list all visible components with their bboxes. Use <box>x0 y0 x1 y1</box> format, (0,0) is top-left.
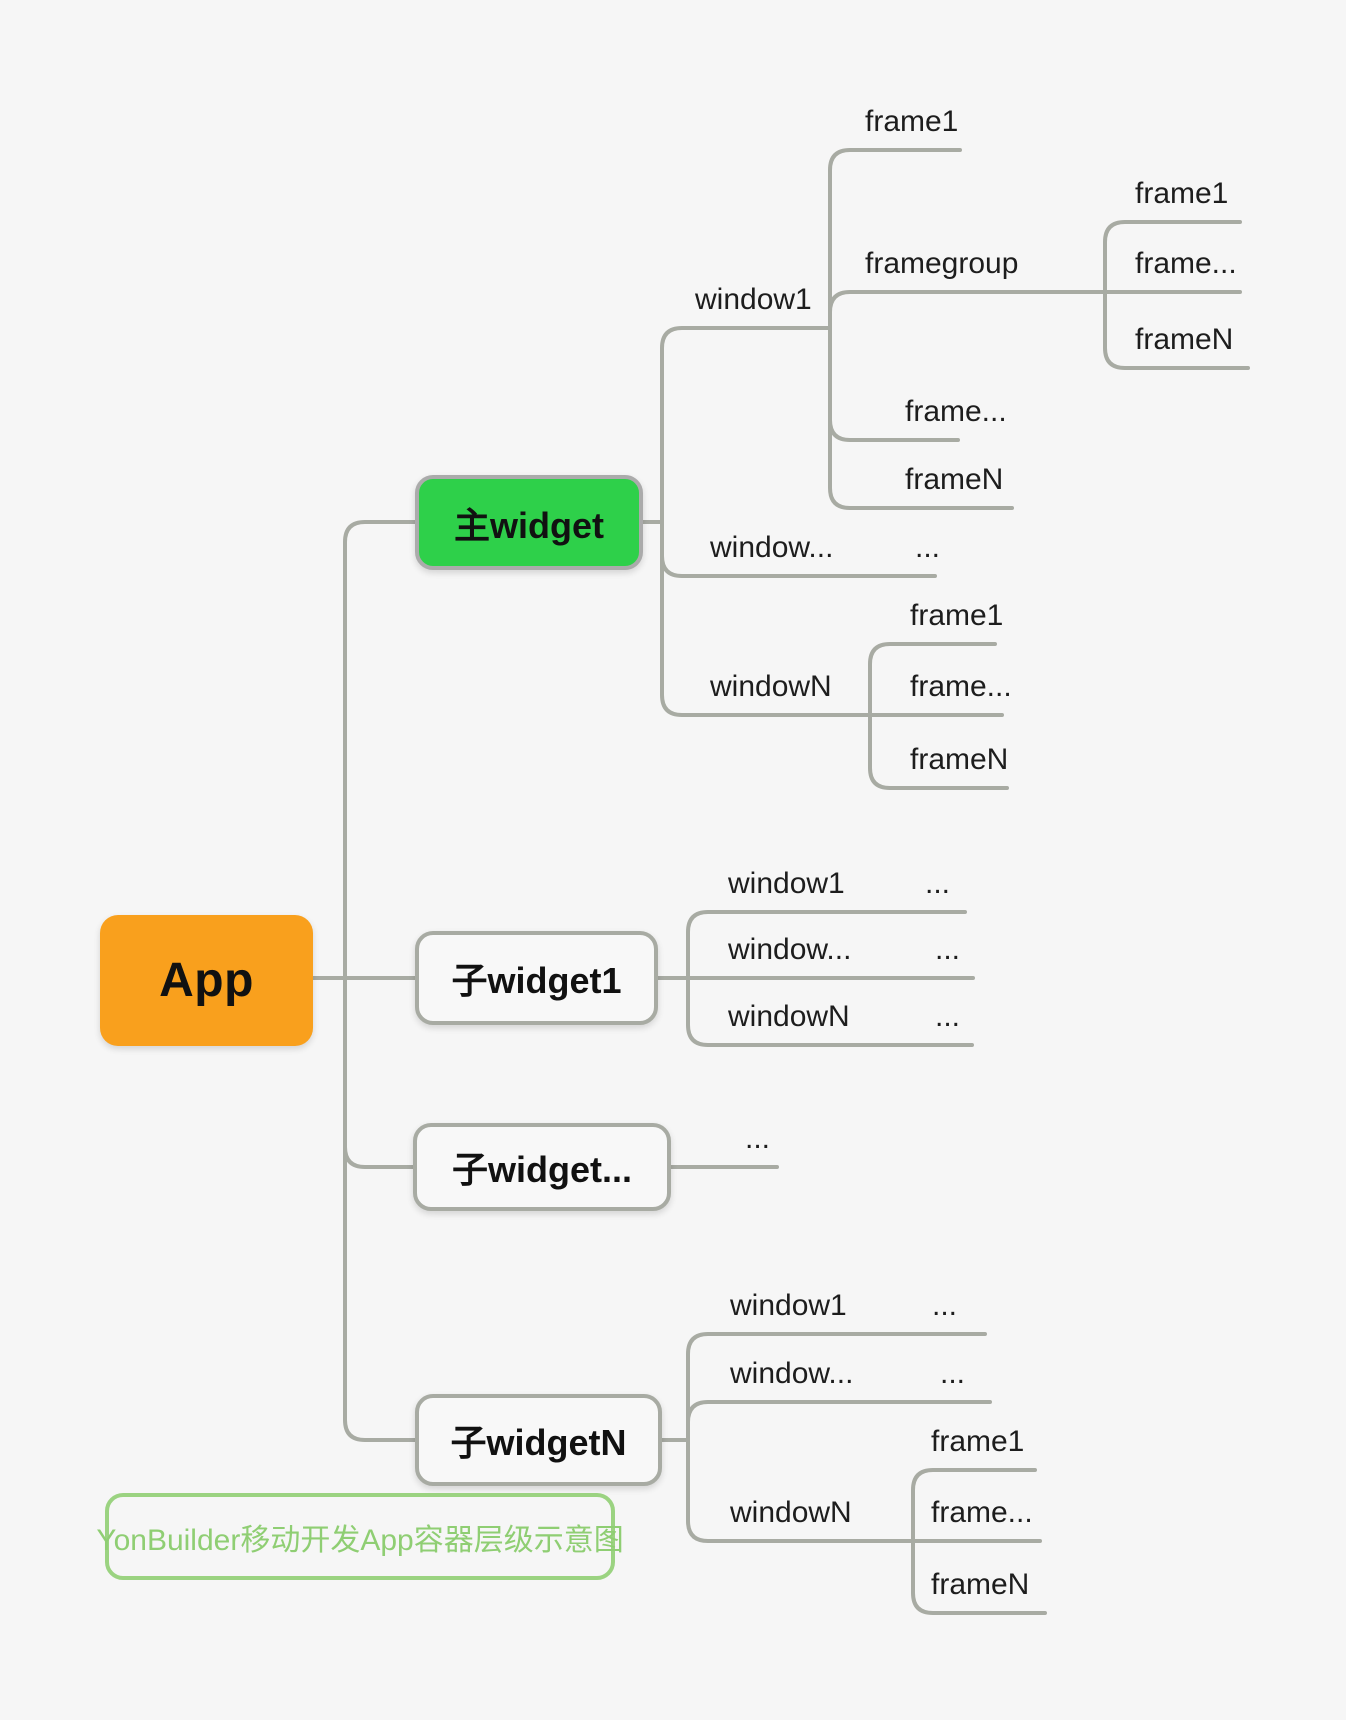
leaf-w1-frame1[interactable]: frame1 <box>865 105 959 138</box>
leaf-w1-frame-more[interactable]: frame... <box>905 395 1007 428</box>
leaf-s1-windowN[interactable]: windowN <box>728 1000 850 1033</box>
leaf-main-window-more[interactable]: window... <box>710 531 834 564</box>
diagram-caption: YonBuilder移动开发App容器层级示意图 <box>96 1493 624 1580</box>
leaf-main-windowN[interactable]: windowN <box>710 670 832 703</box>
leaf-sN-windowN[interactable]: windowN <box>730 1496 852 1529</box>
leaf-sNwN-frame1[interactable]: frame1 <box>931 1425 1025 1458</box>
leaf-s1-window1-dots[interactable]: ... <box>925 867 951 900</box>
leaf-smore-dots[interactable]: ... <box>745 1122 771 1155</box>
leaf-sN-window-more-dots[interactable]: ... <box>940 1357 966 1390</box>
node-sub-widget1[interactable]: 子widget1 <box>415 931 658 1025</box>
leaf-w1-framegroup[interactable]: framegroup <box>865 247 1019 280</box>
leaf-main-window-more-dots[interactable]: ... <box>915 531 941 564</box>
leaf-sNwN-frame-more[interactable]: frame... <box>931 1496 1033 1529</box>
node-sub-widgetN[interactable]: 子widgetN <box>415 1394 662 1486</box>
leaf-s1-windowN-dots[interactable]: ... <box>935 1000 961 1033</box>
leaf-s1-window-more[interactable]: window... <box>728 933 852 966</box>
leaf-w1-frameN[interactable]: frameN <box>905 463 1004 496</box>
leaf-mwN-frame-more[interactable]: frame... <box>910 670 1012 703</box>
leaf-s1-window-more-dots[interactable]: ... <box>935 933 961 966</box>
leaf-mwN-frame1[interactable]: frame1 <box>910 599 1004 632</box>
leaf-sNwN-frameN[interactable]: frameN <box>931 1568 1030 1601</box>
leaf-sN-window1-dots[interactable]: ... <box>932 1289 958 1322</box>
leaf-main-window1[interactable]: window1 <box>695 283 812 316</box>
leaf-fg-frame-more[interactable]: frame... <box>1135 247 1237 280</box>
node-sub-widget-more[interactable]: 子widget... <box>413 1123 671 1211</box>
leaf-sN-window1[interactable]: window1 <box>730 1289 847 1322</box>
leaf-mwN-frameN[interactable]: frameN <box>910 743 1009 776</box>
node-main-widget[interactable]: 主widget <box>415 475 643 570</box>
node-app[interactable]: App <box>100 915 313 1046</box>
leaf-s1-window1[interactable]: window1 <box>728 867 845 900</box>
leaf-fg-frame1[interactable]: frame1 <box>1135 177 1229 210</box>
leaf-sN-window-more[interactable]: window... <box>730 1357 854 1390</box>
leaf-fg-frameN[interactable]: frameN <box>1135 323 1234 356</box>
